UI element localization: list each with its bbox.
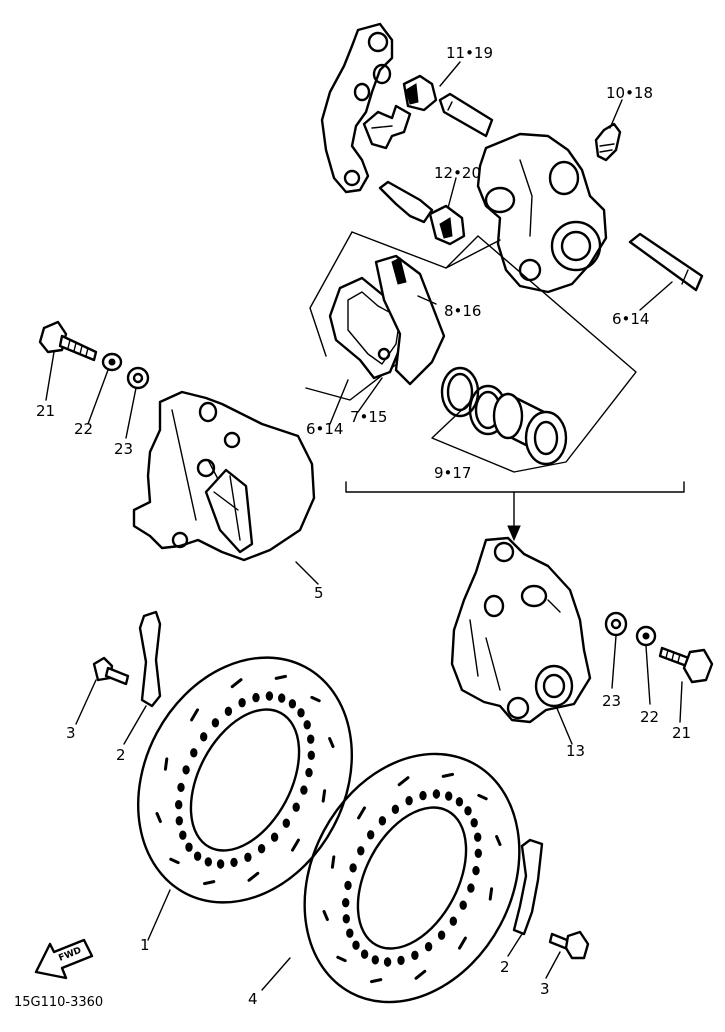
- label-3-right: 3: [540, 980, 550, 998]
- label-13: 13: [566, 742, 585, 760]
- washer-22-right: [635, 625, 657, 647]
- label-2-left: 2: [116, 746, 126, 764]
- bolt-21-left: [38, 320, 98, 362]
- label-6-14-pad: 6•14: [306, 420, 343, 438]
- washer-23-right: [604, 611, 628, 637]
- label-5: 5: [314, 584, 324, 602]
- washer-22-left: [101, 352, 123, 372]
- caliper-13: [450, 536, 592, 724]
- label-10-18: 10•18: [606, 84, 653, 102]
- caliper-piston: [492, 392, 568, 466]
- caliper-bracket-upper: [320, 22, 394, 194]
- pad-spring-upper: [362, 104, 412, 150]
- part-labels: 11•19 10•18 12•20 8•16 6•14 6•14 7•15 9•…: [14, 44, 691, 1010]
- label-22-right: 22: [640, 708, 659, 726]
- label-8-16: 8•16: [444, 302, 481, 320]
- washer-23-left: [126, 366, 150, 390]
- label-23-right: 23: [602, 692, 621, 710]
- label-9-17: 9•17: [434, 464, 471, 482]
- label-7-15: 7•15: [350, 408, 387, 426]
- label-12-20: 12•20: [434, 164, 481, 182]
- bolt-3-left: [92, 656, 130, 686]
- brake-disc-1: [136, 656, 354, 904]
- caliper-body-upper: [476, 132, 608, 294]
- caliper-5: [132, 390, 316, 562]
- label-3-left: 3: [66, 724, 76, 742]
- label-21-right: 21: [672, 724, 691, 742]
- lock-washer-2-right: [512, 838, 544, 936]
- label-11-19: 11•19: [446, 44, 493, 62]
- bolt-21-right: [658, 646, 714, 684]
- slide-pin-boot-upper: [402, 74, 494, 138]
- label-6-14-upper: 6•14: [612, 310, 649, 328]
- label-21-left: 21: [36, 402, 55, 420]
- brake-pads-upper: [328, 254, 446, 386]
- lock-washer-2-left: [138, 610, 162, 708]
- brake-disc-4: [303, 752, 521, 1004]
- assembly-arrow: [345, 481, 685, 542]
- label-4: 4: [248, 990, 258, 1008]
- caliper-pin-right: [628, 232, 704, 292]
- bolt-3-right: [548, 930, 590, 960]
- bleed-screw: [594, 122, 622, 162]
- leader-lines: [45, 61, 683, 991]
- label-23-left: 23: [114, 440, 133, 458]
- drawing-code: 15G110-3360: [14, 995, 103, 1010]
- label-22-left: 22: [74, 420, 93, 438]
- label-2-right: 2: [500, 958, 510, 976]
- fwd-arrow-icon: FWD: [34, 938, 94, 980]
- slide-pin-lower: [378, 180, 466, 246]
- label-1: 1: [140, 936, 150, 954]
